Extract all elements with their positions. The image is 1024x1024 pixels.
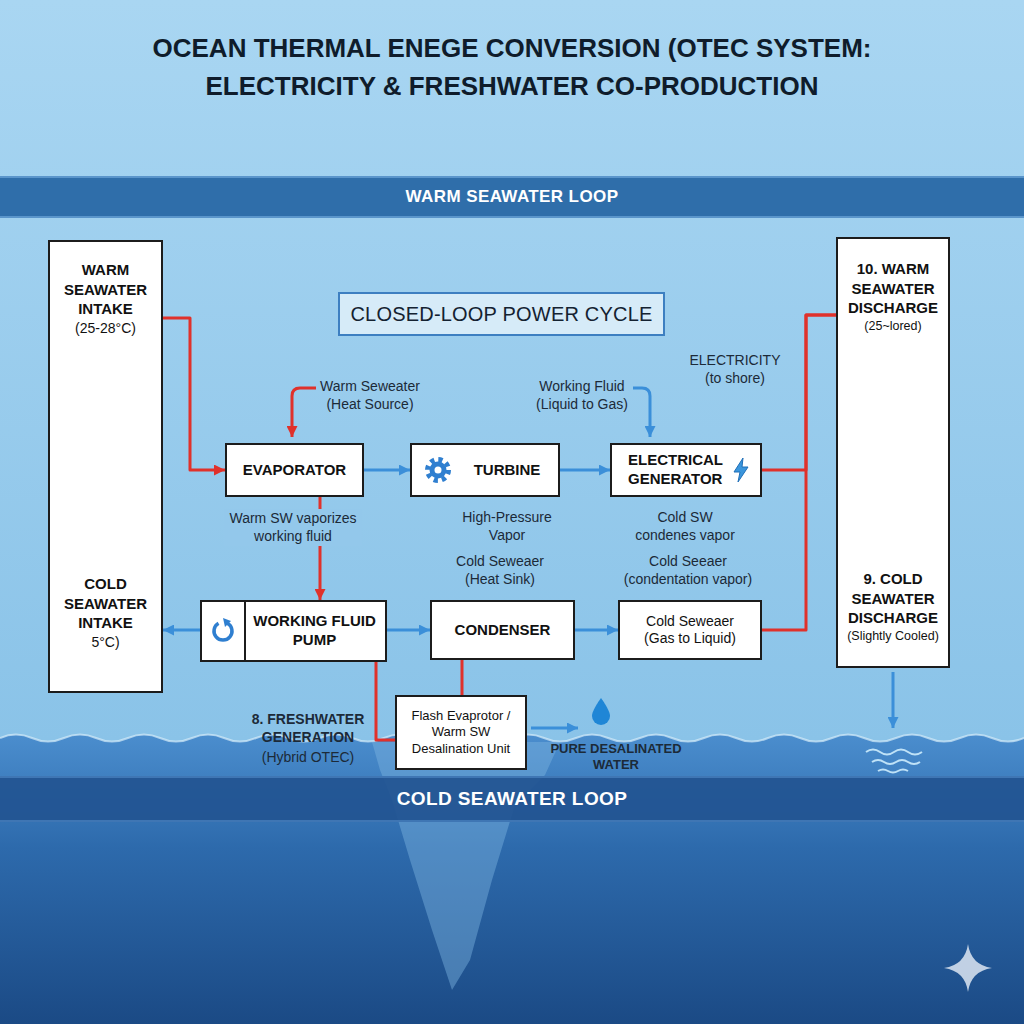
node-text: (Slightly Cooled): [847, 628, 939, 644]
water-drop-icon: [592, 698, 610, 725]
freshwater-arrow: [531, 727, 578, 730]
sea-water: [0, 735, 1024, 1024]
node-text: CLOSED-LOOP POWER CYCLE: [350, 303, 652, 326]
gear-hole: [435, 467, 442, 474]
heat-source-leader: [292, 388, 316, 437]
annotation-label: High-Pressure Vapor: [455, 509, 559, 544]
node-text: 10. WARM SEAWATER DISCHARGE: [842, 259, 944, 318]
pump-cycle-icon: [202, 602, 246, 660]
annotation-label: 8. FRESHWATER GENERATION: [246, 711, 370, 746]
flow-arrow: [387, 629, 430, 632]
annotation-label: Warm Seweater (Heat Source): [316, 378, 424, 413]
node-text: COLD SEAWATER LOOP: [397, 788, 628, 810]
watermark-star: [944, 944, 992, 992]
title-area: OCEAN THERMAL ENEGE CONVERSION (OTEC SYS…: [92, 30, 932, 105]
discharge-ripple: [872, 760, 920, 764]
desalination-box: Flash Evaprotor / Warm SW Desalination U…: [395, 695, 527, 770]
annotation-label: (Hybrid OTEC): [262, 749, 355, 767]
node-text: TURBINE: [474, 461, 541, 480]
label-holder: Warm Seweater (Heat Source): [316, 378, 424, 413]
label-holder: High-Pressure Vapor: [455, 509, 559, 544]
process-box: ELECTRICAL GENERATOR: [610, 443, 762, 497]
gear-icon: [424, 456, 452, 484]
node-text: Cold Seweaer (Gas to Liquid): [636, 613, 744, 648]
node-text: COLD SEAWATER INTAKE: [55, 574, 156, 633]
discharge-arrow: [892, 672, 895, 728]
label-holder: (Hybrid OTEC): [246, 748, 370, 767]
node-text: WARM SEAWATER LOOP: [406, 187, 619, 207]
cycle-arc: [214, 623, 232, 640]
process-box: Cold Seweaer (Gas to Liquid): [618, 600, 762, 660]
cycle-head: [223, 618, 231, 627]
label-holder: Cold Seeaer (condentation vapor): [616, 553, 760, 588]
discharge-ripple: [866, 750, 922, 755]
label-holder: PURE DESALINATED WATER: [546, 741, 686, 774]
node-text: 5°C): [91, 633, 119, 651]
node-text: 9. COLD SEAWATER DISCHARGE: [842, 569, 944, 628]
loop-band: COLD SEAWATER LOOP: [0, 776, 1024, 822]
label-holder: Warm SW vaporizes working fluid: [224, 509, 362, 546]
gear-teeth: [428, 460, 449, 481]
flow-line: [376, 662, 395, 740]
process-box: EVAPORATOR: [225, 443, 364, 497]
flow-line: [461, 660, 464, 695]
flow-arrow: [163, 629, 200, 632]
lightning-icon: [732, 457, 750, 483]
flow-arrow: [364, 469, 410, 472]
annotation-label: Cold Seweaer (Heat Sink): [446, 553, 554, 588]
annotation-label: ELECTRICITY (to shore): [685, 352, 785, 387]
annotation-label: Cold Seeaer (condentation vapor): [616, 553, 760, 588]
gear-body: [430, 462, 447, 479]
node-text: WORKING FLUID PUMP: [250, 612, 379, 650]
node-text: (25-28°C): [75, 319, 136, 337]
node-text: WARM SEAWATER INTAKE: [55, 260, 156, 319]
label-holder: Cold SW condenes vapor: [631, 509, 739, 544]
discharge-ripple: [878, 770, 908, 773]
lightning-bolt: [734, 458, 748, 482]
cycle-title-box: CLOSED-LOOP POWER CYCLE: [338, 292, 665, 336]
annotation-label: PURE DESALINATED WATER: [546, 741, 686, 774]
label-holder: Cold Seweaer (Heat Sink): [446, 553, 554, 588]
working-fluid-leader: [633, 388, 650, 437]
node-text: Flash Evaprotor / Warm SW Desalination U…: [403, 708, 519, 757]
flow-arrow: [560, 469, 610, 472]
node-text: CONDENSER: [455, 621, 551, 640]
flow-arrow: [575, 629, 618, 632]
node-text: EVAPORATOR: [243, 461, 346, 480]
label-holder: ELECTRICITY (to shore): [685, 352, 785, 387]
intake-column: WARM SEAWATER INTAKE(25-28°C) COLD SEAWAT…: [48, 240, 163, 693]
label-holder: Working Fluid (Liquid to Gas): [530, 378, 634, 413]
discharge-column: 10. WARM SEAWATER DISCHARGE(25~lored) 9. …: [836, 237, 950, 668]
annotation-label: Warm SW vaporizes working fluid: [224, 509, 362, 546]
label-holder: 8. FRESHWATER GENERATION: [246, 711, 370, 746]
flow-line: [762, 315, 836, 470]
loop-band: WARM SEAWATER LOOP: [0, 176, 1024, 218]
diagram-title: OCEAN THERMAL ENEGE CONVERSION (OTEC SYS…: [92, 30, 932, 105]
process-box: WORKING FLUID PUMP: [200, 600, 387, 662]
annotation-label: Working Fluid (Liquid to Gas): [530, 378, 634, 413]
annotation-label: Cold SW condenes vapor: [631, 509, 739, 544]
process-box: CONDENSER: [430, 600, 575, 660]
flow-arrow: [163, 318, 225, 470]
process-box: TURBINE: [410, 443, 560, 497]
node-text: ELECTRICAL GENERATOR: [628, 451, 726, 489]
node-text: (25~lored): [864, 318, 921, 334]
